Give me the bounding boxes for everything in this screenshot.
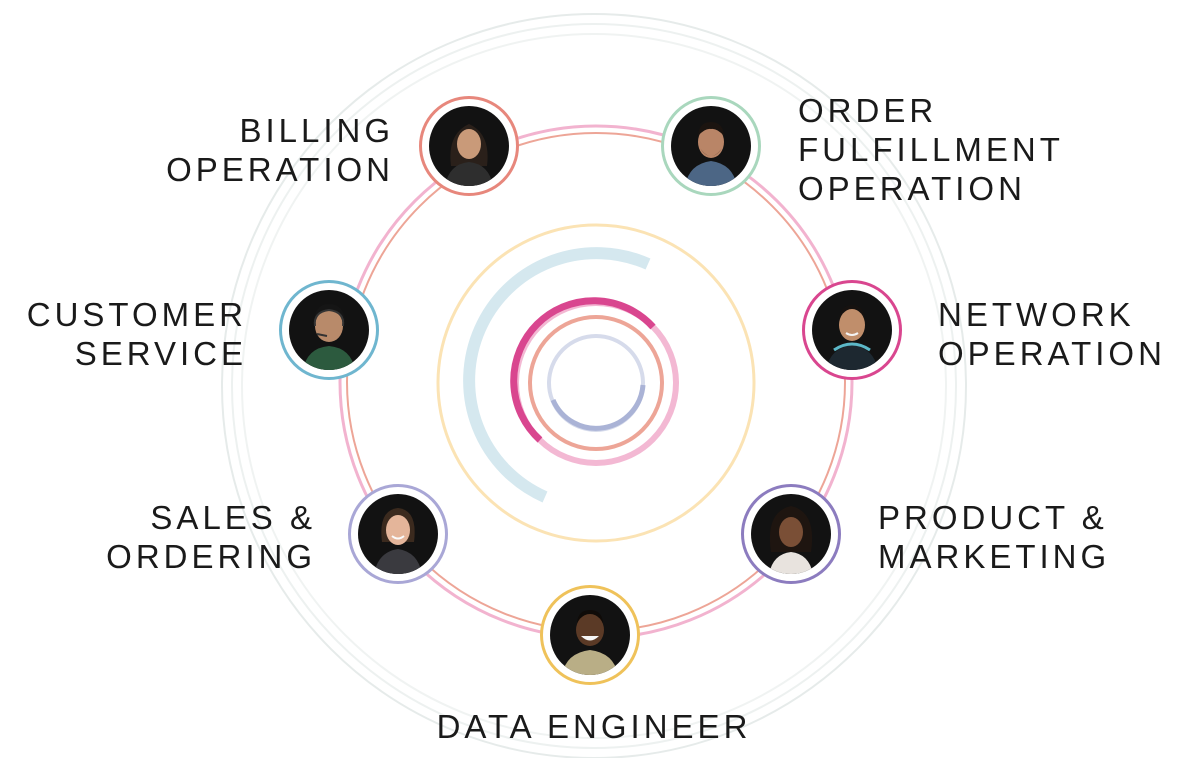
outer-ring bbox=[231, 23, 957, 749]
product-person-photo bbox=[751, 494, 831, 574]
network-person-photo bbox=[812, 290, 892, 370]
label-data-engineer: DATA ENGINEER bbox=[436, 708, 752, 745]
lavender-arc bbox=[550, 384, 646, 431]
role-node-data-engineer[interactable] bbox=[540, 585, 640, 685]
salmon-inner-ring bbox=[528, 315, 664, 451]
yellow-ring bbox=[436, 223, 756, 543]
sales-person-photo bbox=[358, 494, 438, 574]
order-fulfillment-person-photo bbox=[671, 106, 751, 186]
label-product: PRODUCT & MARKETING bbox=[878, 499, 1111, 575]
teal-arc bbox=[463, 247, 651, 503]
outer-ring bbox=[221, 13, 967, 758]
magenta-arc bbox=[510, 297, 656, 443]
role-node-billing[interactable] bbox=[419, 96, 519, 196]
label-order-fulfillment: ORDER FULFILLMENT OPERATION bbox=[798, 92, 1064, 207]
data-engineer-person-photo bbox=[550, 595, 630, 675]
label-sales: SALES & ORDERING bbox=[106, 499, 316, 575]
outer-ring bbox=[241, 33, 947, 739]
billing-person-photo bbox=[429, 106, 509, 186]
label-customer-service: CUSTOMER SERVICE bbox=[26, 296, 247, 372]
customer-service-person-photo bbox=[289, 290, 369, 370]
label-network: NETWORK OPERATION bbox=[938, 296, 1166, 372]
role-node-customer-service[interactable] bbox=[279, 280, 379, 380]
label-billing: BILLING OPERATION bbox=[166, 112, 394, 188]
role-node-sales[interactable] bbox=[348, 484, 448, 584]
role-node-order-fulfillment[interactable] bbox=[661, 96, 761, 196]
role-node-network[interactable] bbox=[802, 280, 902, 380]
role-node-product[interactable] bbox=[741, 484, 841, 584]
